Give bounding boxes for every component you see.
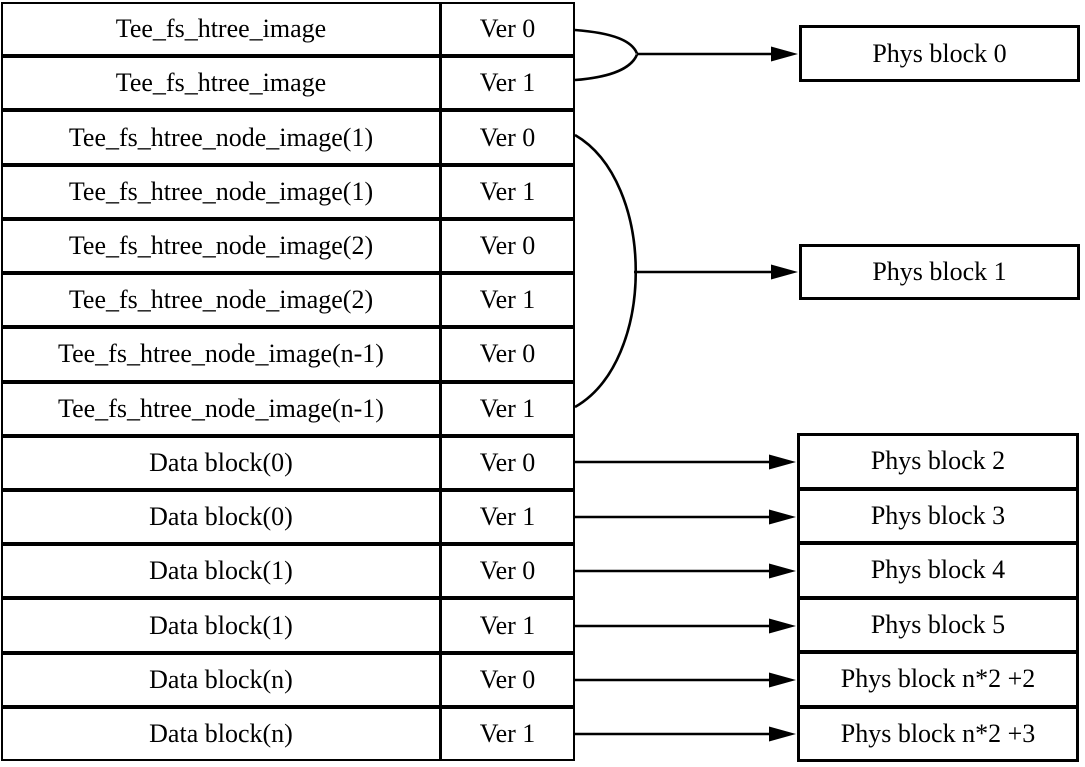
arrowhead-phys-block-3 <box>769 509 796 525</box>
version-cell: Ver 0 <box>439 4 573 55</box>
table-row: Tee_fs_htree_node_image(1) Ver 0 <box>3 108 573 163</box>
table-row: Data block(1) Ver 1 <box>3 596 573 651</box>
version-cell: Ver 0 <box>439 437 573 488</box>
version-cell: Ver 1 <box>439 166 573 217</box>
table-row: Data block(0) Ver 0 <box>3 433 573 488</box>
logical-block-name: Tee_fs_htree_node_image(n-1) <box>58 339 384 369</box>
logical-block-name: Data block(n) <box>149 718 293 748</box>
logical-block-name: Data block(1) <box>149 556 293 586</box>
phys-stack-item: Phys block n*2 +3 <box>800 704 1076 760</box>
table-row: Tee_fs_htree_image Ver 1 <box>3 54 573 109</box>
version-cell: Ver 1 <box>439 491 573 543</box>
version-cell: Ver 0 <box>439 329 573 380</box>
table-row: Tee_fs_htree_node_image(2) Ver 0 <box>3 216 573 272</box>
phys-block-stack: Phys block 2 Phys block 3 Phys block 4 P… <box>797 433 1079 762</box>
logical-block-name: Tee_fs_htree_image <box>115 14 327 44</box>
arrowhead-phys-block-n2plus2 <box>769 672 796 688</box>
arrowhead-phys-block-1 <box>771 264 798 280</box>
version-cell: Ver 1 <box>439 383 573 434</box>
version-cell: Ver 1 <box>439 708 573 760</box>
logical-block-name: Data block(n) <box>149 664 293 694</box>
arrowhead-phys-block-2 <box>769 454 796 470</box>
version-cell: Ver 0 <box>439 546 573 597</box>
version-cell: Ver 0 <box>439 220 573 272</box>
version-cell: Ver 1 <box>439 275 573 326</box>
logical-block-name: Tee_fs_htree_node_image(n-1) <box>58 393 384 423</box>
table-row: Tee_fs_htree_node_image(2) Ver 1 <box>3 271 573 326</box>
phys-stack-item: Phys block 2 <box>870 446 1006 476</box>
table-row: Tee_fs_htree_node_image(n-1) Ver 0 <box>3 325 573 380</box>
table-row: Tee_fs_htree_node_image(n-1) Ver 1 <box>3 379 573 434</box>
arrowhead-phys-block-0 <box>771 46 798 62</box>
table-row: Tee_fs_htree_image Ver 0 <box>3 4 573 55</box>
logical-block-name: Data block(0) <box>149 447 293 477</box>
logical-block-name: Tee_fs_htree_image <box>115 68 327 98</box>
logical-block-name: Tee_fs_htree_node_image(1) <box>68 122 374 152</box>
brace-top-curve <box>574 28 639 55</box>
arrowhead-phys-block-4 <box>769 563 796 579</box>
phys-stack-item: Phys block 3 <box>800 486 1076 542</box>
phys-block-1: Phys block 1 <box>799 244 1080 300</box>
logical-block-name: Tee_fs_htree_node_image(1) <box>68 176 374 206</box>
arc-merge-curve <box>574 133 638 409</box>
arrowhead-phys-block-5 <box>769 618 796 634</box>
version-cell: Ver 1 <box>439 58 573 109</box>
logical-block-name: Data block(0) <box>149 502 293 532</box>
phys-block-0: Phys block 0 <box>799 25 1080 82</box>
logical-block-name: Tee_fs_htree_node_image(2) <box>68 285 374 315</box>
table-row: Data block(0) Ver 1 <box>3 487 573 543</box>
table-row: Tee_fs_htree_node_image(1) Ver 1 <box>3 162 573 217</box>
arrowhead-phys-block-n2plus3 <box>769 726 796 742</box>
table-row: Data block(1) Ver 0 <box>3 542 573 597</box>
phys-stack-item: Phys block 5 <box>800 595 1076 651</box>
version-cell: Ver 0 <box>439 654 573 705</box>
phys-block-1-label: Phys block 1 <box>872 257 1007 286</box>
logical-blocks-table: Tee_fs_htree_image Ver 0 Tee_fs_htree_im… <box>1 2 575 761</box>
brace-bottom-curve <box>574 53 639 82</box>
logical-block-name: Data block(1) <box>149 610 293 640</box>
version-cell: Ver 0 <box>439 112 573 163</box>
table-row: Data block(n) Ver 0 <box>3 650 573 705</box>
version-cell: Ver 1 <box>439 600 573 651</box>
phys-stack-item: Phys block n*2 +2 <box>800 650 1076 705</box>
phys-block-0-label: Phys block 0 <box>872 38 1007 68</box>
phys-stack-item: Phys block 4 <box>800 541 1076 596</box>
logical-block-name: Tee_fs_htree_node_image(2) <box>68 230 374 260</box>
table-row: Data block(n) Ver 1 <box>3 704 573 760</box>
